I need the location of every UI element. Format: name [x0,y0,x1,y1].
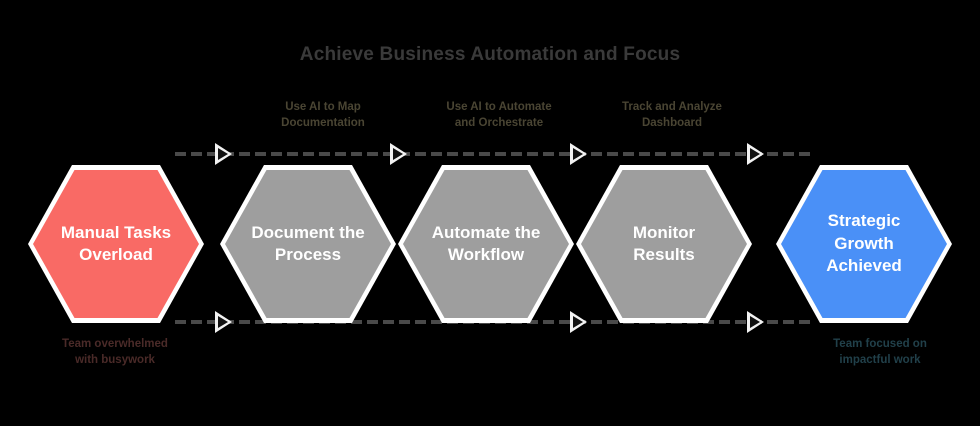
caption-start-line1: Team overwhelmed [62,338,168,350]
step-note-3-line2: Dashboard [641,116,703,129]
step-note-3-line1: Track and Analyze [622,101,722,113]
process-node-3[interactable]: Automate the Workflow [398,165,574,323]
arrow-right-icon [215,143,232,165]
step-note-1: Use AI to Map Documentation [248,100,398,131]
hex-fill-monitor-results: Monitor Results [581,170,747,318]
step-note-1-line2: Documentation [281,116,365,129]
node-4-line1: Monitor [632,222,696,242]
process-node-2[interactable]: Document the Process [220,165,396,323]
node-3-line1: Automate the [431,222,541,242]
process-node-3-label: Automate the Workflow [426,222,546,267]
process-node-2-label: Document the Process [248,222,368,267]
arrow-right-icon [570,143,587,165]
step-note-1-line1: Use AI to Map [285,101,361,113]
process-node-5[interactable]: Strategic Growth Achieved [776,165,952,323]
caption-start-line2: with busywork [75,353,155,366]
arrow-right-icon [747,143,764,165]
process-node-1[interactable]: Manual Tasks Overload [28,165,204,323]
arrow-right-icon [570,311,587,333]
dashed-line-top [175,152,810,156]
node-2-line2: Process [274,245,342,264]
step-note-2-line1: Use AI to Automate [446,101,552,113]
node-1-line1: Manual Tasks [60,222,172,242]
hex-fill-strategic-growth-achieved: Strategic Growth Achieved [781,170,947,318]
caption-end-state: Team focused on impactful work [790,337,970,368]
process-node-4-label: Monitor Results [604,222,724,267]
step-note-3: Track and Analyze Dashboard [597,100,747,131]
caption-start-state: Team overwhelmed with busywork [25,337,205,368]
node-2-line1: Document the [251,222,365,242]
step-note-2: Use AI to Automate and Orchestrate [424,100,574,131]
process-node-4[interactable]: Monitor Results [576,165,752,323]
node-4-line2: Results [633,245,695,264]
caption-end-line1: Team focused on [833,338,927,350]
connector-rail-top [175,143,810,165]
node-5-line2: Growth [834,233,894,253]
caption-end-line2: impactful work [839,353,921,366]
node-1-line2: Overload [79,245,153,264]
node-3-line2: Workflow [447,245,525,264]
arrow-right-icon [390,143,407,165]
arrow-right-icon [747,311,764,333]
process-node-1-label: Manual Tasks Overload [56,222,176,267]
arrow-right-icon [215,311,232,333]
step-note-2-line2: and Orchestrate [454,116,544,129]
node-5-line3: Achieved [826,256,902,276]
node-5-line1: Strategic [827,211,901,231]
diagram-title: Achieve Business Automation and Focus [299,44,681,65]
process-node-5-label: Strategic Growth Achieved [804,210,924,277]
